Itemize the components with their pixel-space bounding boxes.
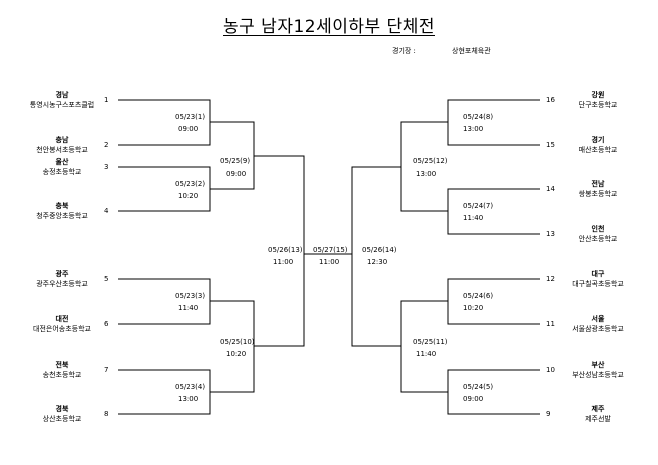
bracket-line [400,300,448,393]
match-time: 09:00 [178,125,199,133]
page-title: 농구 남자12세이하부 단체전 [223,17,435,37]
bracket-line [118,278,211,325]
match-date: 05/23(1) [175,113,206,121]
seed-number: 7 [104,366,109,374]
team-school: 대전은어송초등학교 [33,325,91,333]
match-date: 05/24(7) [463,202,494,210]
team-region: 충남 [55,136,69,144]
venue-label: 경기장 : [392,47,416,55]
seed-number: 10 [546,366,555,374]
team-school: 통영시농구스포츠클럽 [29,101,95,109]
match-date: 05/25(9) [220,157,251,165]
match-time: 10:20 [463,304,484,312]
team-school: 상산초등학교 [42,415,82,423]
match-date: 05/26(13) [268,246,303,254]
match-time: 13:00 [416,170,437,178]
match-time: 11:40 [416,350,437,358]
match-date: 05/24(8) [463,113,494,121]
bracket-line [400,121,448,212]
bracket-line [118,99,211,146]
bracket-line [447,188,540,235]
match-date: 05/24(5) [463,383,494,391]
match-date: 05/23(3) [175,292,206,300]
match-time: 10:20 [178,192,199,200]
team-school: 청주중앙초등학교 [36,212,88,220]
seed-number: 12 [546,275,555,283]
team-region: 경북 [55,405,69,413]
seed-number: 4 [104,207,109,215]
bracket-line [447,369,540,415]
match-date: 05/25(12) [413,157,448,165]
seed-number: 8 [104,410,109,418]
team-region: 강원 [591,91,605,99]
team-region: 전남 [591,180,605,188]
seed-number: 13 [546,230,555,238]
bracket-line [351,166,401,347]
match-time: 13:00 [463,125,484,133]
team-region: 광주 [55,270,69,278]
seed-number: 16 [546,96,555,104]
bracket-line [118,166,211,212]
bracket-line [447,99,540,146]
match-date: 05/23(2) [175,180,206,188]
match-date: 05/23(4) [175,383,206,391]
match-time: 09:00 [463,395,484,403]
match-time: 10:20 [226,350,247,358]
team-school: 송천초등학교 [42,371,82,379]
bracket-line [447,278,540,325]
team-region: 전북 [55,361,69,369]
team-region: 경기 [591,136,605,144]
team-school: 대구칠곡초등학교 [572,280,624,288]
final-match-date: 05/27(15) [313,246,348,254]
venue-value: 상현포체육관 [452,47,491,55]
seed-number: 1 [104,96,109,104]
team-school: 제주선발 [585,415,611,423]
match-time: 12:30 [367,258,388,266]
seed-number: 3 [104,163,109,171]
team-school: 안산초등학교 [578,235,618,243]
match-date: 05/25(11) [413,338,448,346]
final-match-time: 11:00 [319,258,340,266]
team-region: 서울 [591,315,605,323]
seed-number: 14 [546,185,555,193]
team-region: 경남 [55,91,69,99]
seed-number: 5 [104,275,109,283]
bracket-line [118,369,211,415]
match-date: 05/25(10) [220,338,255,346]
match-time: 11:40 [178,304,199,312]
seed-number: 9 [546,410,551,418]
team-region: 인천 [591,225,605,233]
team-region: 부산 [591,361,605,369]
bracket-line [254,155,305,347]
team-school: 단구초등학교 [578,101,618,109]
team-school: 서울삼광초등학교 [572,325,624,333]
team-school: 부산성남초등학교 [572,371,624,379]
match-time: 13:00 [178,395,199,403]
seed-number: 2 [104,141,109,149]
match-date: 05/26(14) [362,246,397,254]
team-region: 대전 [55,315,69,323]
match-time: 11:00 [273,258,294,266]
seed-number: 6 [104,320,109,328]
team-school: 광주우산초등학교 [36,280,88,288]
team-region: 충북 [55,202,69,210]
team-region: 울산 [55,158,69,166]
bracket-line [210,300,255,393]
bracket-line [210,121,255,190]
team-region: 제주 [591,405,605,413]
match-date: 05/24(6) [463,292,494,300]
seed-number: 15 [546,141,555,149]
team-school: 매산초등학교 [578,146,618,154]
match-time: 09:00 [226,170,247,178]
match-time: 11:40 [463,214,484,222]
team-school: 송정초등학교 [42,168,82,176]
seed-number: 11 [546,320,555,328]
team-school: 천안봉서초등학교 [36,146,88,154]
team-school: 쌍봉초등학교 [578,190,618,198]
team-region: 대구 [591,270,605,278]
